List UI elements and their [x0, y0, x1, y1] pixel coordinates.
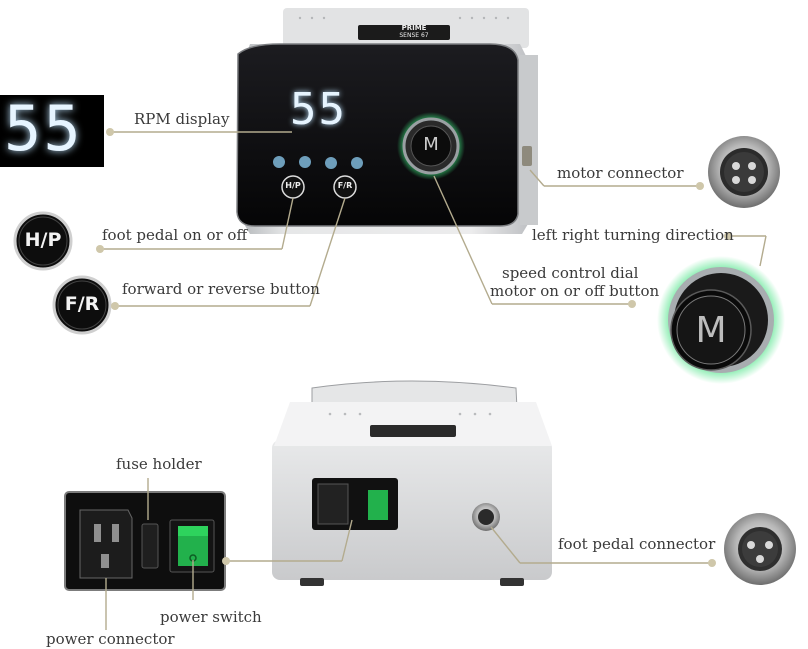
panel-fr-label: F/R [337, 181, 353, 190]
front-unit [236, 8, 538, 234]
panel-hp-label: H/P [285, 181, 301, 190]
label-foot-pedal-connector: foot pedal connector [558, 535, 716, 553]
label-speed-dial: speed control dial [502, 264, 639, 282]
label-fuse-holder: fuse holder [116, 455, 202, 473]
inset-hp-label: H/P [24, 229, 62, 251]
label-foot-pedal: foot pedal on or off [102, 226, 248, 244]
panel-dial-label: M [423, 134, 439, 155]
leader-dots [96, 128, 732, 567]
dial-inset [657, 256, 785, 384]
power-module-inset [64, 491, 226, 591]
label-power-switch: power switch [160, 608, 262, 626]
inset-rpm-readout: 55 [4, 92, 83, 165]
label-power-connector: power connector [46, 630, 175, 648]
rpm-display-inset [0, 95, 104, 167]
label-motor-connector: motor connector [557, 164, 684, 182]
label-motor-on-off: motor on or off button [490, 282, 660, 300]
brand-name: PRIME [401, 24, 427, 32]
label-turning-direction: left right turning direction [532, 226, 734, 244]
back-unit [272, 380, 552, 586]
brand-plate: PRIME SENSE 67 [378, 24, 450, 40]
hp-button-inset [13, 211, 73, 271]
label-forward-reverse: forward or reverse button [122, 280, 320, 298]
inset-fr-label: F/R [64, 293, 100, 315]
inset-dial-label: M [695, 310, 727, 351]
foot-connector-inset [724, 513, 796, 585]
panel-rpm-readout: 55 [290, 84, 347, 135]
brand-model: SENSE 67 [399, 32, 429, 39]
label-rpm-display: RPM display [134, 110, 230, 128]
motor-connector-inset [708, 136, 780, 208]
leader-lines [100, 131, 767, 630]
fr-button-inset [52, 275, 112, 335]
